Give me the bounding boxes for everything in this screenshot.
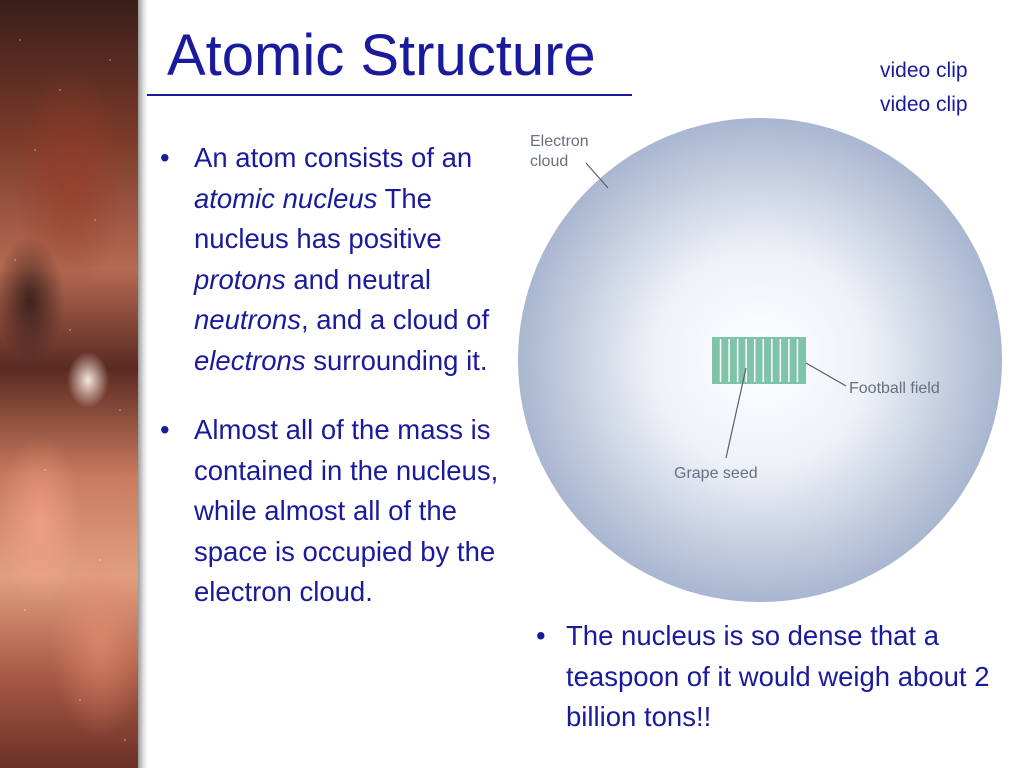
grape-seed-leader-line	[725, 367, 747, 459]
atom-scale-diagram: Electron cloud Football field Grape seed	[518, 118, 1002, 602]
title-underline	[147, 94, 632, 96]
bullet-text: surrounding it.	[305, 344, 488, 376]
emphasized-term: neutrons	[194, 304, 302, 335]
football-field-leader-line	[805, 362, 847, 387]
emphasized-term: electrons	[194, 344, 306, 376]
bullet-text: and neutral	[285, 263, 431, 295]
bullet-text: Almost all of the mass is contained in t…	[194, 414, 499, 607]
electron-cloud-label-line1: Electron	[530, 133, 589, 150]
slide-title: Atomic Structure	[167, 23, 596, 88]
bullet-text: An atom consists of an	[194, 142, 473, 173]
electron-cloud-leader-line	[585, 162, 609, 189]
football-field-label: Football field	[849, 380, 940, 397]
video-clip-link-1[interactable]: video clip	[880, 59, 968, 82]
bullet-text: The nucleus has positive	[194, 182, 442, 255]
bullet-list: An atom consists of an atomic nucleus Th…	[160, 138, 525, 613]
emphasized-term: atomic nucleus	[194, 182, 378, 214]
bullet-atom-composition: An atom consists of an atomic nucleus Th…	[160, 138, 525, 381]
football-field	[712, 337, 806, 384]
video-links: video clip video clip	[880, 54, 1010, 122]
electron-cloud-label-line2: cloud	[530, 153, 568, 170]
grape-seed-label: Grape seed	[674, 465, 758, 482]
emphasized-term: protons	[194, 263, 286, 295]
bullet-text: , and a cloud of	[301, 304, 490, 335]
background-edge-shadow	[138, 0, 148, 768]
nebula-background	[0, 0, 138, 768]
bullet-mass-and-space: Almost all of the mass is contained in t…	[160, 410, 525, 613]
video-clip-link-2[interactable]: video clip	[880, 93, 968, 116]
bullet-nucleus-density: The nucleus is so dense that a teaspoon …	[536, 616, 1024, 738]
